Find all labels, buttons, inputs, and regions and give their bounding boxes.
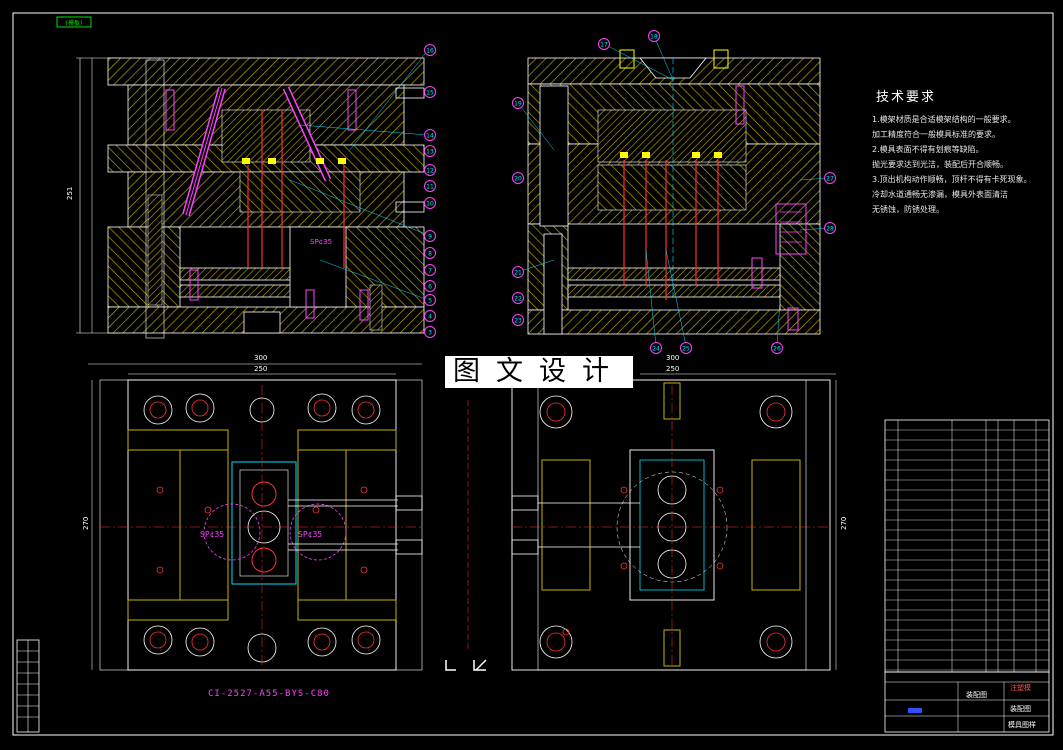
callout-bubble: 12 (424, 164, 436, 176)
svg-text:8: 8 (428, 251, 432, 258)
callout-bubble: 28 (824, 222, 836, 234)
corner-tag: (模板) (66, 19, 83, 27)
callout-bubble: 19 (512, 97, 524, 109)
callout-bubble: 22 (512, 292, 524, 304)
svg-text:15: 15 (426, 90, 434, 97)
svg-text:13: 13 (426, 149, 434, 156)
section-view-left: 251 (66, 49, 429, 339)
svg-text:22: 22 (514, 296, 522, 303)
svg-text:14: 14 (426, 133, 434, 140)
callout-bubble: 26 (771, 342, 783, 354)
svg-text:24: 24 (652, 346, 660, 353)
callout-bubble: 27 (824, 172, 836, 184)
dim-top-width-right: 300 (666, 354, 679, 362)
callout-bubble: 18 (648, 30, 660, 42)
callout-bubble: 23 (512, 314, 524, 326)
dim-height-right: 270 (840, 517, 848, 530)
title-block-red-name: 注塑模 (1010, 684, 1031, 692)
sp-label-plan-1: SP¢35 (200, 530, 225, 539)
callout-bubble: 4 (424, 310, 436, 322)
callouts-left: 16 15 14 13 12 11 10 9 8 7 6 5 4 3 (424, 44, 436, 338)
callout-bubble: 3 (424, 326, 436, 338)
svg-text:7: 7 (428, 268, 432, 275)
sp-label-section: SP¢35 (310, 238, 332, 246)
title-block-drawing-no: 模具图样 (1008, 721, 1036, 729)
svg-text:23: 23 (514, 318, 522, 325)
svg-text:21: 21 (514, 270, 522, 277)
svg-text:3: 3 (428, 330, 432, 337)
callout-bubble: 11 (424, 180, 436, 192)
plan-view-left (88, 363, 423, 671)
callout-bubble: 10 (424, 197, 436, 209)
svg-text:25: 25 (682, 346, 690, 353)
sp-label-plan-2: SP¢35 (298, 530, 323, 539)
svg-text:4: 4 (428, 314, 432, 321)
section-markers (445, 659, 487, 671)
svg-text:6: 6 (428, 284, 432, 291)
title-block-drawing-name-2: 装配图 (1010, 705, 1031, 713)
dim-top-inner-right: 250 (666, 365, 679, 373)
dim-top-inner: 250 (254, 365, 267, 373)
callout-bubble: 20 (512, 172, 524, 184)
tech-requirements-title: 技术要求 (876, 90, 937, 105)
svg-text:12: 12 (426, 168, 434, 175)
svg-text:16: 16 (426, 48, 434, 55)
callout-bubble: 14 (424, 129, 436, 141)
watermark: 图文设计 (445, 356, 633, 388)
callout-bubble: 13 (424, 145, 436, 157)
title-block (884, 671, 1050, 733)
callouts-right: 17 18 19 20 21 22 23 24 25 26 27 28 (512, 30, 836, 354)
callout-bubble: 6 (424, 280, 436, 292)
tech-requirement-line: 3.顶出机构动作顺畅，顶杆不得有卡死现象。 (872, 175, 1032, 184)
callout-bubble: 5 (424, 294, 436, 306)
svg-text:19: 19 (514, 101, 522, 108)
svg-text:20: 20 (514, 176, 522, 183)
sheet-border (12, 12, 1054, 736)
svg-text:10: 10 (426, 201, 434, 208)
revision-strip (16, 639, 40, 733)
svg-text:26: 26 (773, 346, 781, 353)
callout-bubble: 9 (424, 230, 436, 242)
tech-requirement-line: 冷却水道通畅无渗漏，模具外表面清洁 (872, 190, 1008, 199)
callout-bubble: 15 (424, 86, 436, 98)
dim-top-width: 300 (254, 354, 267, 362)
callout-bubble: 16 (424, 44, 436, 56)
callout-bubble: 24 (650, 342, 662, 354)
tech-requirement-line: 2.模具表面不得有划痕等缺陷。 (872, 145, 984, 154)
callout-bubble: 25 (680, 342, 692, 354)
svg-text:9: 9 (428, 234, 432, 241)
svg-text:11: 11 (426, 184, 434, 191)
plan-view-right (467, 373, 837, 671)
callout-bubble: 21 (512, 266, 524, 278)
tech-requirement-line: 加工精度符合一般模具标准的要求。 (872, 130, 1000, 139)
tech-requirement-line: 1.模架材质是合适模架结构的一般要求。 (872, 115, 1016, 124)
svg-text:28: 28 (826, 226, 834, 233)
corner-tag-frame (56, 16, 92, 28)
dim-height-left: 270 (82, 517, 90, 530)
svg-text:27: 27 (826, 176, 834, 183)
svg-text:5: 5 (428, 298, 432, 305)
callout-bubble: 7 (424, 264, 436, 276)
part-number: CI-2527-A55-BYS-C80 (208, 689, 330, 699)
tech-requirement-line: 抛光要求达到光洁，装配后开合顺畅。 (872, 160, 1008, 169)
tech-requirement-line: 无锈蚀，防锈处理。 (872, 205, 944, 214)
svg-text:17: 17 (600, 42, 608, 49)
title-block-drawing-name: 装配图 (966, 691, 987, 699)
callout-bubble: 8 (424, 247, 436, 259)
total-height-dim: 251 (66, 187, 74, 200)
bill-of-materials (884, 419, 1050, 673)
section-view-right (517, 35, 831, 347)
callout-bubble: 17 (598, 38, 610, 50)
svg-text:18: 18 (650, 34, 658, 41)
